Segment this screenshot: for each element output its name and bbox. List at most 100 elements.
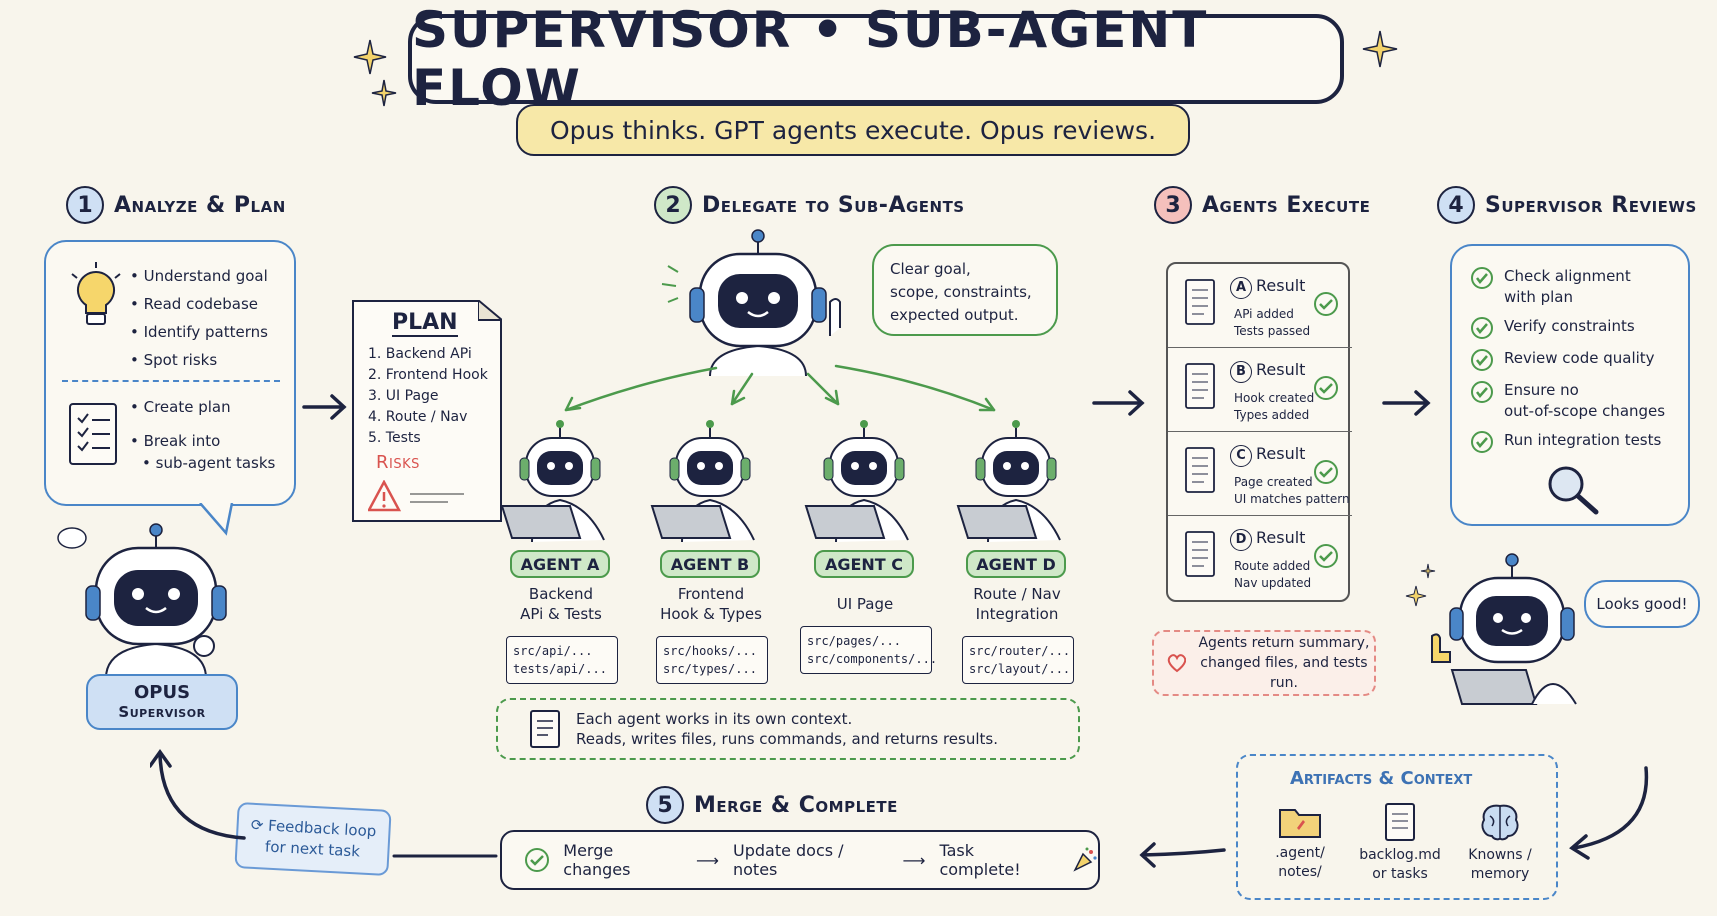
step-4-header: 4 Supervisor Reviews bbox=[1437, 186, 1697, 224]
reviewer-robot-icon bbox=[1405, 553, 1577, 705]
bullet-item: Create plan bbox=[130, 396, 275, 418]
feedback-loop-box: ⟳ Feedback loop for next task bbox=[234, 802, 392, 876]
step-5-number: 5 bbox=[646, 786, 684, 824]
checklist-icon bbox=[69, 403, 117, 465]
opus-supervisor-badge: OPUS Supervisor bbox=[86, 674, 238, 730]
result-line: Nav updated bbox=[1234, 576, 1312, 590]
artifacts-title: Artifacts & Context bbox=[1290, 768, 1473, 789]
speech-tail bbox=[199, 503, 234, 536]
result-line: Route added bbox=[1234, 559, 1311, 573]
check-circle-icon bbox=[1471, 381, 1493, 403]
delegator-robot-icon bbox=[661, 229, 841, 376]
step-3-number: 3 bbox=[1154, 186, 1192, 224]
bullet-item: Understand goal bbox=[130, 262, 268, 290]
artifacts-box: Artifacts & Context .agent/ notes/ backl… bbox=[1236, 754, 1558, 900]
result-letter: B bbox=[1230, 360, 1252, 383]
step-3-header: 3 Agents Execute bbox=[1154, 186, 1370, 224]
check-circle-icon bbox=[1314, 544, 1338, 568]
agents-row: AGENT A Backend APi & Tests src/api/... … bbox=[496, 418, 1080, 686]
artifact-notes: .agent/ notes/ bbox=[1252, 802, 1348, 882]
title-box: SUPERVISOR • SUB-AGENT FLOW bbox=[408, 1, 1344, 117]
folder-icon bbox=[1279, 809, 1321, 838]
result-title-text: Result bbox=[1256, 276, 1306, 295]
check-circle-icon bbox=[525, 848, 549, 872]
delegation-arrows bbox=[564, 364, 996, 412]
agent-d-desc-1: Route / Nav bbox=[973, 585, 1061, 603]
result-title-text: Result bbox=[1256, 528, 1306, 547]
summary-note-box: Agents return summary, changed files, an… bbox=[1152, 630, 1376, 696]
agent-a-files: src/api/... tests/api/... bbox=[506, 636, 618, 684]
plan-bullets: Create plan Break into sub-agent tasks bbox=[130, 396, 276, 474]
bullet-item: Identify patterns bbox=[130, 318, 268, 346]
artifact-backlog: backlog.md or tasks bbox=[1352, 802, 1448, 884]
document-icon bbox=[1185, 531, 1215, 577]
plan-item: 2. Frontend Hook bbox=[368, 367, 488, 383]
check-circle-icon bbox=[1314, 460, 1338, 484]
artifact-caption: .agent/ bbox=[1275, 845, 1325, 861]
artifact-caption: backlog.md bbox=[1359, 847, 1441, 863]
risks-label: Risks bbox=[376, 452, 420, 473]
result-details: Page created UI matches pattern bbox=[1234, 474, 1350, 508]
check-circle-icon bbox=[1471, 349, 1493, 371]
agent-robot-icon bbox=[956, 420, 1061, 543]
plan-item: 3. UI Page bbox=[368, 388, 439, 404]
bullet-item: Read codebase bbox=[130, 290, 268, 318]
step-3-label: Agents Execute bbox=[1202, 192, 1371, 218]
agent-a-desc-2: APi & Tests bbox=[520, 605, 602, 623]
agent-b-desc-2: Hook & Types bbox=[660, 605, 762, 623]
file-path: src/router/... bbox=[969, 644, 1071, 658]
agent-b-files: src/hooks/... src/types/... bbox=[656, 636, 768, 684]
agent-c-desc-1: UI Page bbox=[836, 595, 894, 613]
divider bbox=[62, 380, 280, 382]
curve-arrow-up-icon bbox=[150, 748, 246, 840]
analyze-plan-panel: Understand goal Read codebase Identify p… bbox=[44, 240, 296, 506]
result-line: Types added bbox=[1234, 408, 1310, 422]
summary-line: changed files, and tests run. bbox=[1200, 655, 1368, 691]
step-4-number: 4 bbox=[1437, 186, 1475, 224]
step-5-header: 5 Merge & Complete bbox=[646, 786, 898, 824]
step-2-number: 2 bbox=[654, 186, 692, 224]
opus-name: OPUS bbox=[133, 682, 191, 703]
agent-robot-icon bbox=[500, 420, 605, 543]
looks-good-text: Looks good! bbox=[1596, 595, 1688, 613]
artifact-caption: Knowns / bbox=[1468, 847, 1532, 863]
arrow-right-icon: ⟶ bbox=[696, 850, 719, 870]
result-line: Page created bbox=[1234, 475, 1313, 489]
arrow-right-icon bbox=[1092, 390, 1145, 416]
connector-line bbox=[392, 854, 498, 858]
agent-d-desc-2: Integration bbox=[975, 605, 1059, 623]
agent-a-label: AGENT A bbox=[510, 550, 610, 578]
bubble-line: scope, constraints, bbox=[890, 283, 1032, 301]
review-item: Verify constraints bbox=[1470, 316, 1680, 340]
file-path: src/pages/... bbox=[807, 634, 901, 648]
result-letter: D bbox=[1230, 528, 1252, 551]
context-line: Reads, writes files, runs commands, and … bbox=[576, 730, 998, 748]
step-1-header: 1 Analyze & Plan bbox=[66, 186, 286, 224]
agent-d-files: src/router/... src/layout/... bbox=[962, 636, 1074, 684]
agent-c-label: AGENT C bbox=[814, 550, 914, 578]
brain-icon bbox=[1481, 804, 1519, 841]
document-icon bbox=[1185, 447, 1215, 493]
bubble-line: Clear goal, bbox=[890, 260, 971, 278]
artifact-caption: notes/ bbox=[1278, 864, 1322, 880]
step-1-number: 1 bbox=[66, 186, 104, 224]
context-note-box: Each agent works in its own context. Rea… bbox=[496, 698, 1080, 760]
artifact-caption: or tasks bbox=[1372, 866, 1428, 882]
agent-b-column: AGENT B Frontend Hook & Types src/hooks/… bbox=[646, 418, 776, 684]
document-icon bbox=[1185, 279, 1215, 325]
agent-robot-icon bbox=[804, 420, 909, 543]
arrow-left-icon bbox=[1139, 842, 1226, 868]
agent-c-column: AGENT C UI Page src/pages/... src/compon… bbox=[800, 418, 937, 674]
result-line: Hook created bbox=[1234, 391, 1315, 405]
plan-item: 1. Backend APi bbox=[368, 346, 472, 362]
file-path: src/api/... bbox=[513, 644, 593, 658]
artifact-memory: Knowns / memory bbox=[1452, 802, 1548, 884]
delegate-speech-bubble: Clear goal, scope, constraints, expected… bbox=[872, 244, 1058, 336]
diagram-subtitle: Opus thinks. GPT agents execute. Opus re… bbox=[549, 115, 1157, 145]
result-letter: C bbox=[1230, 444, 1252, 467]
result-details: APi added Tests passed bbox=[1234, 306, 1310, 340]
